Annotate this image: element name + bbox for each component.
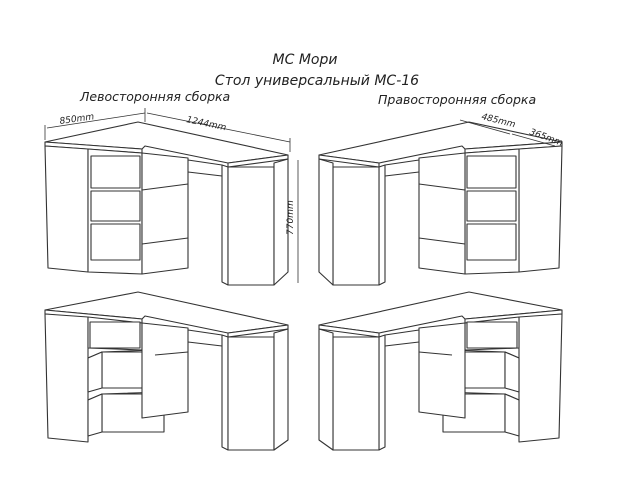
dim-770: 770mm bbox=[286, 200, 296, 235]
desk-right-open bbox=[318, 291, 563, 451]
desk-left-open bbox=[44, 291, 289, 451]
dimension-lines bbox=[44, 108, 556, 283]
desk-right-closed bbox=[318, 121, 563, 286]
dim-1244: 1244mm bbox=[185, 115, 227, 133]
left-assembly-label: Левосторонняя сборка bbox=[79, 89, 230, 104]
right-assembly-label: Правосторонняя сборка bbox=[378, 92, 536, 107]
dim-850: 850mm bbox=[59, 112, 95, 127]
desk-left-closed bbox=[44, 121, 289, 286]
product-title: Стол универсальный МС-16 bbox=[215, 73, 419, 89]
brand-title: МС Мори bbox=[273, 52, 338, 68]
